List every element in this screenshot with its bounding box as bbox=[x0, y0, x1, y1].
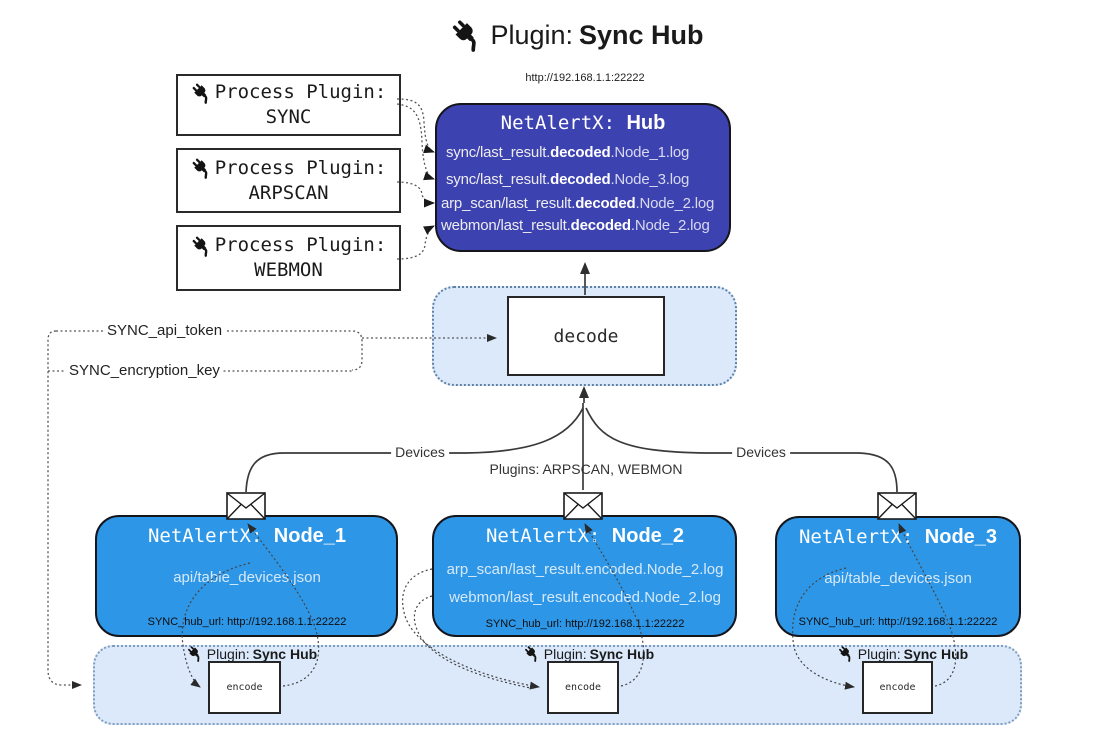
page-title-name: Sync Hub bbox=[579, 19, 704, 50]
node-3-file: api/table_devices.json bbox=[824, 570, 972, 587]
process-plugin-label: Process Plugin: bbox=[214, 234, 387, 256]
hub-log-line: sync/last_result.decoded.Node_1.log bbox=[446, 144, 690, 161]
node-3-hub-url: SYNC_hub_url: http://192.168.1.1:22222 bbox=[798, 616, 998, 628]
process-plugin-box-arpscan: Process Plugin: ARPSCAN bbox=[176, 148, 401, 213]
hub-title-name: Hub bbox=[626, 112, 666, 134]
process-plugin-name: ARPSCAN bbox=[248, 181, 329, 204]
devices-edge-label-left: Devices bbox=[391, 444, 449, 460]
encode-box-3: encode bbox=[862, 661, 933, 714]
hub-log-line: sync/last_result.decoded.Node_3.log bbox=[446, 171, 690, 188]
process-plugin-box-sync: Process Plugin: SYNC bbox=[176, 74, 401, 136]
edge-node3-devices bbox=[585, 407, 743, 454]
hub-url-label: http://192.168.1.1:22222 bbox=[525, 72, 645, 84]
plugin-to-hub-lines bbox=[396, 98, 435, 260]
process-plugin-label: Process Plugin: bbox=[214, 81, 387, 103]
encode-label: encode bbox=[564, 682, 602, 693]
edge-node1-devices bbox=[245, 452, 396, 493]
page-title: Plugin: Sync Hub bbox=[450, 18, 704, 52]
node-2-file: arp_scan/last_result.encoded.Node_2.log bbox=[446, 561, 724, 578]
sync-api-token-label: SYNC_api_token bbox=[104, 322, 226, 339]
token-to-encode-panel-line bbox=[47, 330, 82, 689]
encode-box-1: encode bbox=[208, 661, 281, 714]
node-2-hub-url: SYNC_hub_url: http://192.168.1.1:22222 bbox=[485, 618, 685, 630]
decode-label: decode bbox=[553, 325, 619, 347]
node-1-file: api/table_devices.json bbox=[173, 569, 321, 586]
process-plugin-label: Process Plugin: bbox=[214, 156, 387, 179]
hub-box bbox=[435, 103, 731, 252]
plug-icon bbox=[191, 235, 213, 257]
decode-box: decode bbox=[507, 296, 665, 376]
sync-encryption-key-label: SYNC_encryption_key bbox=[66, 362, 223, 379]
hub-title-prefix: NetAlertX: bbox=[500, 112, 616, 134]
encode-label: encode bbox=[226, 682, 263, 693]
plugins-edge-label: Plugins: ARPSCAN, WEBMON bbox=[489, 461, 683, 477]
process-plugin-box-webmon: Process Plugin: WEBMON bbox=[176, 225, 401, 291]
edge-node1-devices bbox=[446, 407, 584, 454]
encoder-plugin-label: Plugin: Sync Hub bbox=[838, 645, 968, 662]
plug-icon bbox=[187, 645, 204, 662]
node-1-title: NetAlertX: Node_1 bbox=[147, 525, 347, 547]
hub-log-line: webmon/last_result.decoded.Node_2.log bbox=[441, 217, 710, 234]
encode-box-2: encode bbox=[547, 661, 619, 714]
hub-log-line: arp_scan/last_result.decoded.Node_2.log bbox=[441, 195, 715, 212]
hub-title: NetAlertX: Hub bbox=[501, 112, 666, 135]
encode-label: encode bbox=[879, 682, 916, 693]
plug-icon bbox=[838, 645, 855, 662]
devices-edge-label-right: Devices bbox=[732, 444, 790, 460]
encoder-plugin-label: Plugin: Sync Hub bbox=[187, 645, 317, 662]
encoder-plugin-label: Plugin: Sync Hub bbox=[524, 645, 654, 662]
edge-node3-devices bbox=[783, 452, 898, 493]
plug-icon bbox=[450, 18, 484, 52]
plug-icon bbox=[191, 82, 213, 104]
process-plugin-name: SYNC bbox=[265, 106, 312, 128]
process-plugin-name: WEBMON bbox=[254, 259, 323, 281]
page-title-prefix: Plugin: bbox=[490, 19, 574, 50]
node-1-hub-url: SYNC_hub_url: http://192.168.1.1:22222 bbox=[147, 616, 347, 628]
node-3-title: NetAlertX: Node_3 bbox=[798, 526, 998, 548]
plug-icon bbox=[524, 645, 541, 662]
node-2-file: webmon/last_result.encoded.Node_2.log bbox=[449, 589, 721, 606]
node-2-title: NetAlertX: Node_2 bbox=[485, 525, 685, 547]
plug-icon bbox=[191, 157, 213, 179]
